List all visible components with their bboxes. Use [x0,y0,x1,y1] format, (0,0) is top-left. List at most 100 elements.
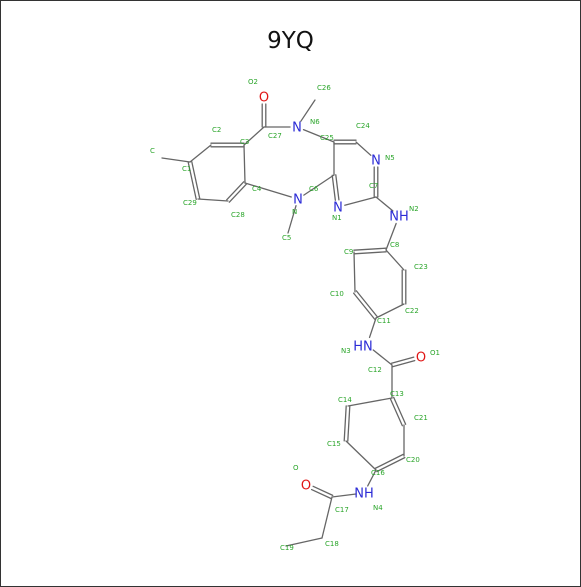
atom-symbol-n6: N [292,121,302,136]
atom-symbol-o2: O [259,91,269,106]
atom-symbol-n2: NH [389,210,409,225]
bond-n-c4 [244,182,292,198]
bond-c17-c18 [321,496,333,539]
atom-symbol-n3: HN [353,340,373,355]
bond-c1-cm [161,157,191,163]
atom-label-o: O [293,464,299,472]
bond-c23-c8 [385,249,405,271]
atom-label-n1: N1 [332,214,342,222]
bond-c6-n [303,174,335,196]
bond-c16-c20-b [374,453,404,470]
atom-label-c5: C5 [282,234,291,242]
atom-symbol-n4: NH [354,487,374,502]
bond-c2-c1 [189,144,212,163]
atom-label-c9: C9 [344,248,353,256]
bond-c17-o-a [312,485,334,497]
atom-label-c24: C24 [356,122,370,130]
bond-c4-c3 [243,144,246,184]
atom-label-c20: C20 [406,456,420,464]
bond-n4-c17 [331,493,357,498]
atom-label-n: N [292,208,297,216]
atom-label-c3: C3 [240,138,249,146]
bond-c1-c29-b [191,160,201,200]
bond-c17-o-b [310,488,332,500]
bond-c13-c14 [347,397,393,407]
bond-n1-c6-b [331,174,336,201]
atom-label-c22: C22 [405,307,419,315]
atom-label-n4: N4 [373,504,383,512]
bond-n6-c25 [302,128,335,143]
atom-label-c25: C25 [320,134,334,142]
atom-symbol-o1: O [416,351,426,366]
atom-label-c6: C6 [309,185,319,193]
atom-label-c15: C15 [327,440,341,448]
bond-c11-c22 [375,303,405,319]
atom-label-c17: C17 [335,506,349,514]
atom-label-n5: N5 [385,154,395,162]
atom-label-n6: N6 [310,118,320,126]
bond-n3-c12 [372,349,393,366]
bond-c9-c10 [353,251,356,293]
atom-label-o1: O1 [430,349,440,357]
bond-c8-c9-a [353,247,387,251]
bond-layer [161,99,416,547]
atom-label-c19: C19 [280,544,294,552]
bond-c16-c20-a [376,456,406,473]
atom-label-c28: C28 [231,211,245,219]
bond-n-c5 [287,205,297,234]
bond-c12-o1-b [390,356,415,364]
atom-label-c7: C7 [369,182,378,190]
bond-c1-c29-a [187,161,197,201]
atom-label-c1: C1 [182,165,191,173]
atom-label-c: C [150,147,155,155]
bond-c29-c28 [197,198,229,202]
atom-label-c29: C29 [183,199,197,207]
atom-label-c21: C21 [414,414,428,422]
bond-c24-n5 [355,141,372,156]
bond-c7-n1 [344,196,377,206]
bond-c14-c15-b [347,405,351,442]
atom-label-c16: C16 [371,469,385,477]
atom-label-c26: C26 [317,84,331,92]
atom-label-c2: C2 [212,126,221,134]
bond-c28-c4-a [228,183,247,203]
atom-label-c14: C14 [338,396,352,404]
bond-c11-n3 [368,317,377,339]
bond-c7-n2 [375,196,394,212]
atom-label-c13: C13 [390,390,404,398]
atom-label-c18: C18 [325,540,339,548]
atom-label-c8: C8 [390,241,399,249]
atom-label-c27: C27 [268,132,282,140]
bond-c8-c9-b [353,251,387,255]
atom-label-o2: O2 [248,78,258,86]
atom-symbol-o: O [301,479,311,494]
atom-label-c4: C4 [252,185,262,193]
atom-label-n2: N2 [409,205,419,213]
atom-label-c12: C12 [368,366,382,374]
atom-symbol-n5: N [371,154,381,169]
bond-c21-c13-a [392,396,407,425]
atom-label-c10: C10 [330,290,344,298]
bond-c21-c13-b [389,398,404,427]
molecule-title: 9YQ [267,28,314,54]
bond-c18-c19 [285,537,323,547]
bond-c15-c16 [345,440,377,471]
bond-c28-c4-b [226,181,245,201]
bond-c14-c15-a [343,405,347,442]
bond-c12-o1-a [391,359,416,368]
bond-c3-c27 [243,126,265,146]
atom-symbol-n: N [293,193,303,208]
atom-symbol-n1: N [333,201,343,216]
bond-c10-c11-a [352,292,376,320]
bond-c16-n4 [367,469,377,487]
atom-label-n3: N3 [341,347,351,355]
atom-label-c11: C11 [377,317,391,325]
bond-n1-c6-a [335,174,340,201]
bond-n2-c8 [385,222,397,251]
bond-n6-c26 [300,99,316,122]
atom-label-c23: C23 [414,263,428,271]
